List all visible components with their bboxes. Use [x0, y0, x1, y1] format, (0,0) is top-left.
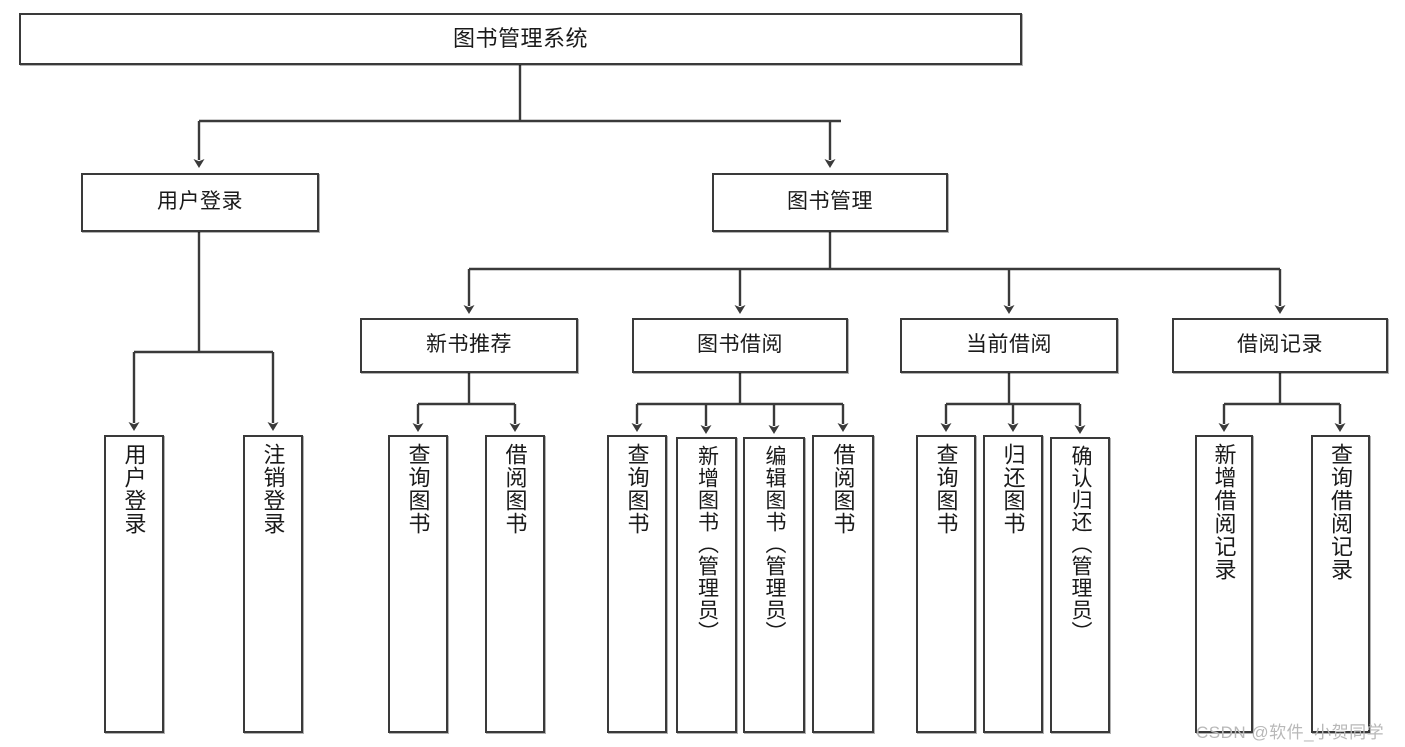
node-leaf-add-record[interactable]: 新增借阅记录 — [1195, 435, 1253, 733]
node-leaf-query-book-3[interactable]: 查询图书 — [916, 435, 976, 733]
node-leaf-user-login-label: 用户登录 — [121, 443, 147, 535]
node-leaf-user-logout-label: 注销登录 — [260, 443, 286, 535]
node-leaf-query-record[interactable]: 查询借阅记录 — [1311, 435, 1370, 733]
node-user-login[interactable]: 用户登录 — [81, 173, 319, 232]
node-leaf-edit-book[interactable]: 编辑图书（管理员） — [743, 437, 805, 733]
node-leaf-return-book[interactable]: 归还图书 — [983, 435, 1043, 733]
node-leaf-borrow-book-1[interactable]: 借阅图书 — [485, 435, 545, 733]
node-current-borrow[interactable]: 当前借阅 — [900, 318, 1118, 373]
node-leaf-query-book-3-label: 查询图书 — [933, 443, 959, 535]
node-new-book-rec[interactable]: 新书推荐 — [360, 318, 578, 373]
node-root-label: 图书管理系统 — [452, 26, 588, 52]
node-leaf-add-record-label: 新增借阅记录 — [1211, 443, 1237, 581]
node-book-manage-label: 图书管理 — [787, 190, 873, 214]
node-current-borrow-label: 当前借阅 — [966, 333, 1052, 357]
csdn-watermark: CSDN @软件_小贺同学 — [1196, 723, 1385, 742]
node-leaf-add-book-label: 新增图书（管理员） — [695, 445, 719, 643]
node-book-manage[interactable]: 图书管理 — [712, 173, 948, 232]
node-leaf-query-book-1-label: 查询图书 — [405, 443, 431, 535]
node-book-borrow[interactable]: 图书借阅 — [632, 318, 848, 373]
node-leaf-query-record-label: 查询借阅记录 — [1328, 443, 1354, 581]
node-borrow-record-label: 借阅记录 — [1237, 333, 1323, 357]
node-leaf-return-book-label: 归还图书 — [1000, 443, 1026, 535]
node-leaf-borrow-book-1-label: 借阅图书 — [502, 443, 528, 535]
node-leaf-borrow-book-2-label: 借阅图书 — [830, 443, 856, 535]
node-leaf-borrow-book-2[interactable]: 借阅图书 — [812, 435, 874, 733]
node-borrow-record[interactable]: 借阅记录 — [1172, 318, 1388, 373]
node-root[interactable]: 图书管理系统 — [19, 13, 1022, 65]
node-user-login-label: 用户登录 — [157, 190, 243, 214]
node-leaf-query-book-2-label: 查询图书 — [624, 443, 650, 535]
node-leaf-confirm-return-label: 确认归还（管理员） — [1069, 445, 1093, 643]
node-book-borrow-label: 图书借阅 — [697, 333, 783, 357]
node-leaf-edit-book-label: 编辑图书（管理员） — [763, 445, 787, 643]
node-leaf-add-book[interactable]: 新增图书（管理员） — [676, 437, 737, 733]
node-leaf-user-login[interactable]: 用户登录 — [104, 435, 164, 733]
node-leaf-user-logout[interactable]: 注销登录 — [243, 435, 303, 733]
node-leaf-confirm-return[interactable]: 确认归还（管理员） — [1050, 437, 1110, 733]
node-leaf-query-book-1[interactable]: 查询图书 — [388, 435, 448, 733]
node-new-book-rec-label: 新书推荐 — [426, 333, 512, 357]
node-leaf-query-book-2[interactable]: 查询图书 — [607, 435, 667, 733]
